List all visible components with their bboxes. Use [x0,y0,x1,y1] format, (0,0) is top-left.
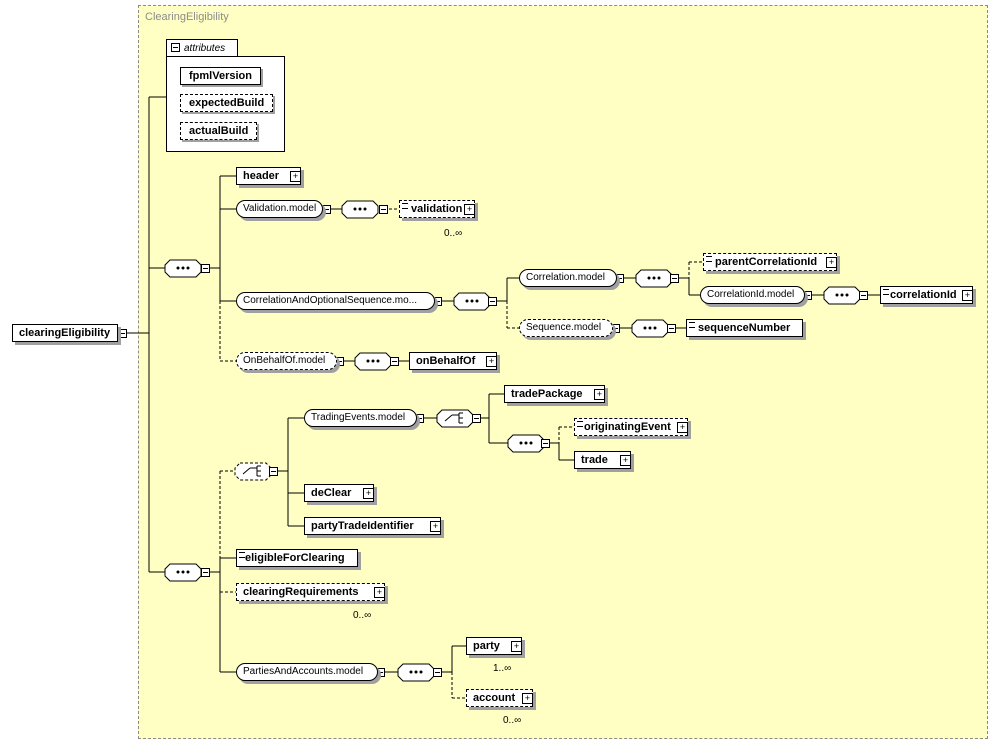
root-element-box[interactable]: clearingEligibility [12,324,118,342]
element-originatingevent[interactable]: originatingEvent + [574,418,688,436]
element-account[interactable]: account + [466,689,533,707]
expand-icon[interactable]: + [962,290,973,301]
element-label: trade [581,454,608,466]
group-validation-model[interactable]: Validation.model [236,200,323,218]
group-label: Validation.model [243,203,317,214]
complex-type-title: ClearingEligibility [145,11,229,23]
element-label: parentCorrelationId [715,256,818,268]
element-label: sequenceNumber [698,322,791,334]
group-tradingevents-model[interactable]: TradingEvents.model [304,409,417,427]
attribute-fpmlversion[interactable]: fpmlVersion [180,67,261,85]
expand-icon[interactable]: + [290,171,301,182]
group-correlation-and-optional-sequence[interactable]: CorrelationAndOptionalSequence.mo... [236,292,435,310]
element-label: correlationId [890,289,957,301]
cardinality-account: 0..∞ [503,715,522,726]
attribute-actualbuild[interactable]: actualBuild [180,122,258,140]
collapse-toggle-parties-seq[interactable] [433,668,442,677]
group-label: TradingEvents.model [311,412,406,423]
expand-icon[interactable]: + [363,488,374,499]
group-label: CorrelationId.model [707,289,795,300]
element-header[interactable]: header + [236,167,301,185]
element-parentcorrelationid[interactable]: parentCorrelationId + [703,253,837,271]
group-correlationid-model[interactable]: CorrelationId.model [700,286,805,304]
element-clearingrequirements[interactable]: clearingRequirements + [236,583,385,601]
attribute-expectedbuild[interactable]: expectedBuild [180,94,274,112]
element-onbehalfof[interactable]: onBehalfOf + [409,352,497,370]
group-label: OnBehalfOf.model [243,355,326,366]
collapse-toggle-correlation-inner[interactable] [488,297,497,306]
element-trade[interactable]: trade + [574,451,631,469]
element-tradepackage[interactable]: tradePackage + [504,385,605,403]
group-correlation-model[interactable]: Correlation.model [519,269,617,287]
collapse-toggle-trade-seq[interactable] [541,439,550,448]
group-onbehalfof-model[interactable]: OnBehalfOf.model [236,352,337,370]
cardinality-party: 1..∞ [493,663,512,674]
element-label: originatingEvent [584,421,671,433]
cardinality-validation: 0..∞ [444,228,463,239]
element-label: party [473,640,500,652]
group-label: CorrelationAndOptionalSequence.mo... [243,295,417,306]
expand-icon[interactable]: + [486,356,497,367]
group-partiesandaccounts-model[interactable]: PartiesAndAccounts.model [236,663,378,681]
group-label: PartiesAndAccounts.model [243,666,364,677]
collapse-toggle-sequence-model-seq[interactable] [667,324,676,333]
collapse-toggle-on-behalf-of-seq[interactable] [390,357,399,366]
attributes-label: attributes [184,43,226,54]
collapse-toggle-validation-seq[interactable] [379,205,388,214]
root-element-label: clearingEligibility [19,327,111,339]
element-label: clearingRequirements [243,586,359,598]
attributes-tab[interactable]: attributes [166,39,238,57]
expand-icon[interactable]: + [594,389,605,400]
element-correlationid[interactable]: correlationId + [880,286,973,304]
element-eligibleforclearing[interactable]: eligibleForClearing [236,549,358,567]
expand-icon[interactable]: + [677,422,688,433]
collapse-toggle-correlation-id-seq[interactable] [859,291,868,300]
collapse-toggle-choice-2[interactable] [472,414,481,423]
element-declear[interactable]: deClear + [304,484,374,502]
attribute-label: actualBuild [189,125,249,137]
collapse-toggle-sequence-1[interactable] [201,264,210,273]
element-label: eligibleForClearing [245,552,345,564]
group-sequence-model[interactable]: Sequence.model [519,319,613,337]
group-label: Sequence.model [526,322,602,333]
group-label: Correlation.model [526,272,605,283]
element-sequencenumber[interactable]: sequenceNumber [686,319,803,337]
collapse-toggle-attributes[interactable] [171,43,180,52]
element-party[interactable]: party + [466,637,522,655]
element-label: deClear [311,487,352,499]
collapse-toggle-validation-model[interactable] [322,205,331,214]
expand-icon[interactable]: + [620,455,631,466]
element-label: account [473,692,516,704]
sequence-compositors [164,200,861,682]
expand-icon[interactable]: + [430,521,441,532]
expand-icon[interactable]: + [374,587,385,598]
element-label: partyTradeIdentifier [311,520,414,532]
attribute-label: fpmlVersion [189,70,252,82]
element-partytradeidentifier[interactable]: partyTradeIdentifier + [304,517,441,535]
element-label: onBehalfOf [416,355,476,367]
attribute-label: expectedBuild [189,97,265,109]
element-label: validation [411,203,463,215]
expand-icon[interactable]: + [826,257,837,268]
expand-icon[interactable]: + [522,693,533,704]
choice-compositors [242,412,463,477]
expand-icon[interactable]: + [464,204,475,215]
element-label: header [243,170,280,182]
collapse-toggle-choice-1[interactable] [269,467,278,476]
cardinality-clearingrequirements: 0..∞ [353,610,372,621]
element-validation[interactable]: validation+ [399,200,475,218]
expand-icon[interactable]: + [511,641,522,652]
collapse-toggle-correlation-model-seq[interactable] [670,274,679,283]
collapse-toggle-sequence-2[interactable] [201,568,210,577]
element-label: tradePackage [511,388,583,400]
collapse-toggle-root[interactable] [118,329,127,338]
